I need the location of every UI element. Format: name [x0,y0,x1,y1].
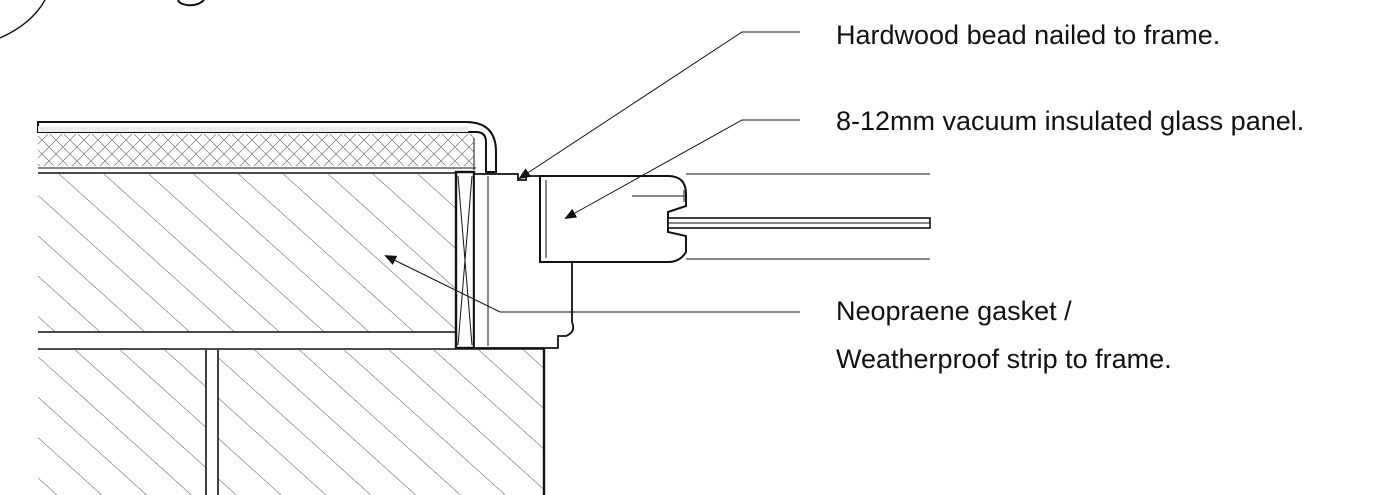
annotation-bead: Hardwood bead nailed to frame. [836,20,1221,50]
timber-lintel [38,174,456,332]
insulation-band [38,134,474,166]
gasket-cross [457,175,473,346]
annotation-gasket-line2: Weatherproof strip to frame. [836,344,1172,374]
leader-bead [518,31,800,180]
detail-reference-circle [0,0,46,39]
hardwood-bead [539,175,687,263]
leader-glass [564,119,800,219]
annotation-glass: 8-12mm vacuum insulated glass panel. [836,106,1305,136]
leader-gasket [384,255,800,313]
lower-wall-left [38,350,206,495]
annotation-gasket-line1: Neopraene gasket / [836,296,1072,326]
detail-reference-glyph [177,0,205,7]
render-stipple [38,126,468,132]
lower-wall-right [218,350,544,495]
